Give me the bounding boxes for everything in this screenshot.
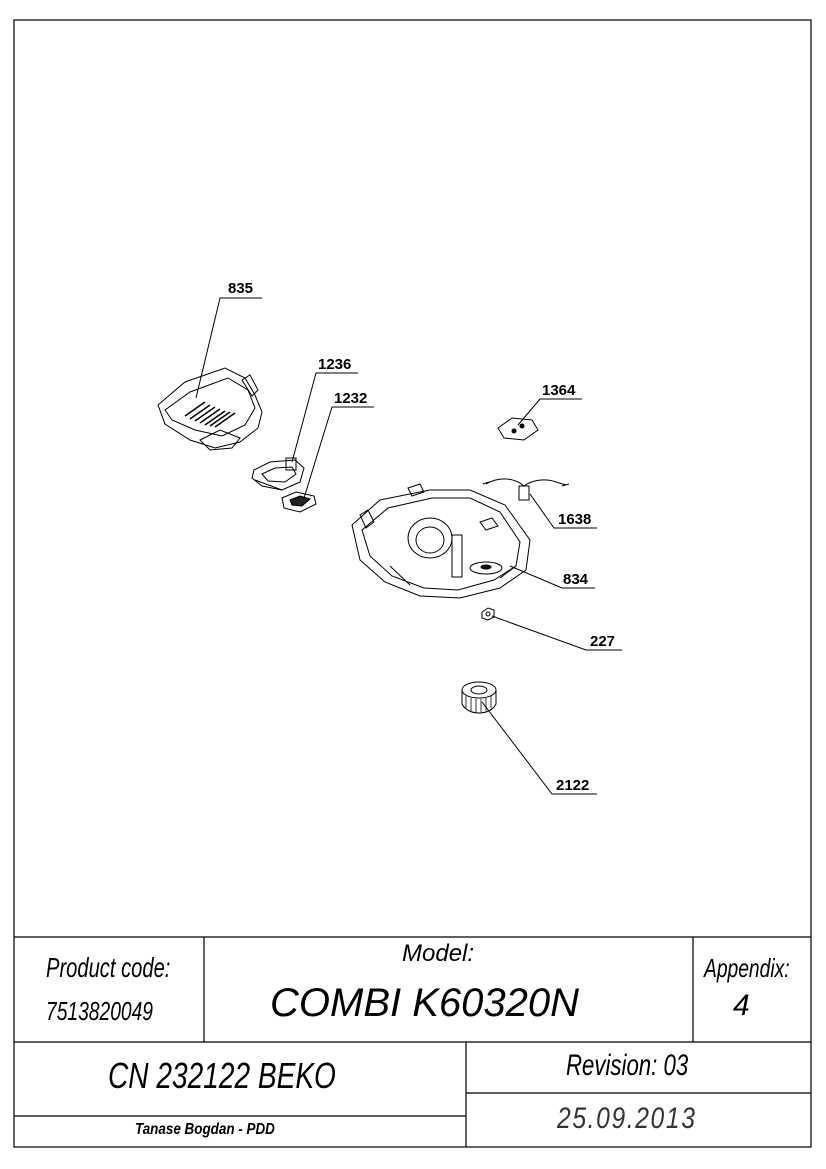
callout-834: 834 (563, 571, 589, 588)
author: Tanase Bogdan - PDD (135, 1121, 275, 1138)
cn-code: CN 232122 BEKO (108, 1055, 336, 1096)
leader-lines (195, 297, 622, 795)
callout-1236: 1236 (318, 356, 351, 373)
sheet-border (13, 19, 812, 1148)
callout-1232: 1232 (334, 390, 367, 407)
part-1232-plate (281, 491, 317, 513)
part-2122-cap (461, 681, 497, 714)
product-code-value: 7513820049 (46, 996, 154, 1026)
appendix-label: Appendix: (704, 953, 790, 983)
part-835-cover (157, 367, 263, 451)
part-834-housing (351, 483, 531, 599)
part-1364-plate (497, 417, 539, 441)
title-block-grid (14, 936, 811, 1147)
callout-835: 835 (228, 280, 253, 297)
part-1638-harness (482, 478, 570, 501)
callout-1364: 1364 (542, 382, 576, 399)
callout-1638: 1638 (558, 511, 591, 528)
product-code-label: Product code: (46, 952, 171, 983)
date: 25.09.2013 (557, 1102, 697, 1135)
part-1236-bracket (251, 457, 305, 491)
callout-2122: 2122 (556, 777, 589, 794)
callout-227: 227 (590, 633, 615, 650)
model-label: Model: (402, 940, 475, 967)
revision: Revision: 03 (566, 1049, 689, 1082)
part-227-nut (481, 607, 495, 621)
model-name: COMBI K60320N (270, 981, 580, 1025)
appendix-number: 4 (733, 989, 750, 1022)
